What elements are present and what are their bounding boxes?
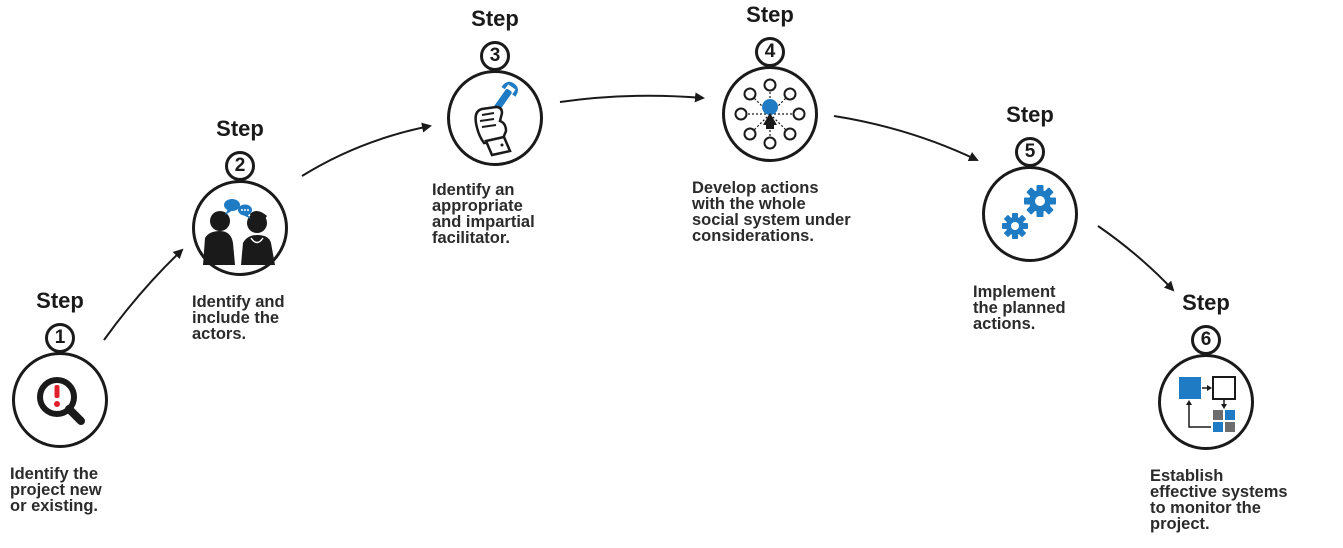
step-label: Step (1006, 102, 1054, 127)
step-circle (12, 352, 108, 448)
arrow-1-2 (103, 248, 184, 341)
people-talking-icon (203, 199, 275, 265)
step-number: 2 (225, 151, 255, 181)
arrow-5-6 (1097, 225, 1175, 292)
step-label: Step (1182, 290, 1230, 315)
step-label: Step (746, 2, 794, 27)
arrow-4-5 (833, 115, 979, 162)
gears-icon (1002, 185, 1056, 239)
step-number: 4 (755, 37, 785, 67)
step-description: Identify the project new or existing. (10, 465, 102, 515)
step-circle (1158, 354, 1254, 450)
step-number: 6 (1191, 325, 1221, 355)
step-description: Develop actions with the whole social sy… (692, 179, 851, 245)
magnifier-alert-icon (37, 377, 85, 425)
step-description: Implement the planned actions. (973, 283, 1066, 333)
step-number: 1 (45, 323, 75, 353)
step-description: Identify an appropriate and impartial fa… (432, 181, 535, 247)
hand-wrench-icon (474, 81, 518, 157)
network-person-icon (734, 78, 806, 150)
step-circle (982, 166, 1078, 262)
step-label: Step (216, 116, 264, 141)
step-description: Identify and include the actors. (192, 293, 285, 343)
step-label: Step (471, 6, 519, 31)
step-label: Step (36, 288, 84, 313)
step-number: 3 (480, 41, 510, 71)
flow-monitor-icon (1179, 376, 1236, 432)
step-number: 5 (1015, 137, 1045, 167)
arrow-3-4 (559, 92, 705, 103)
arrow-2-3 (301, 122, 432, 177)
step-description: Establish effective systems to monitor t… (1150, 467, 1288, 533)
